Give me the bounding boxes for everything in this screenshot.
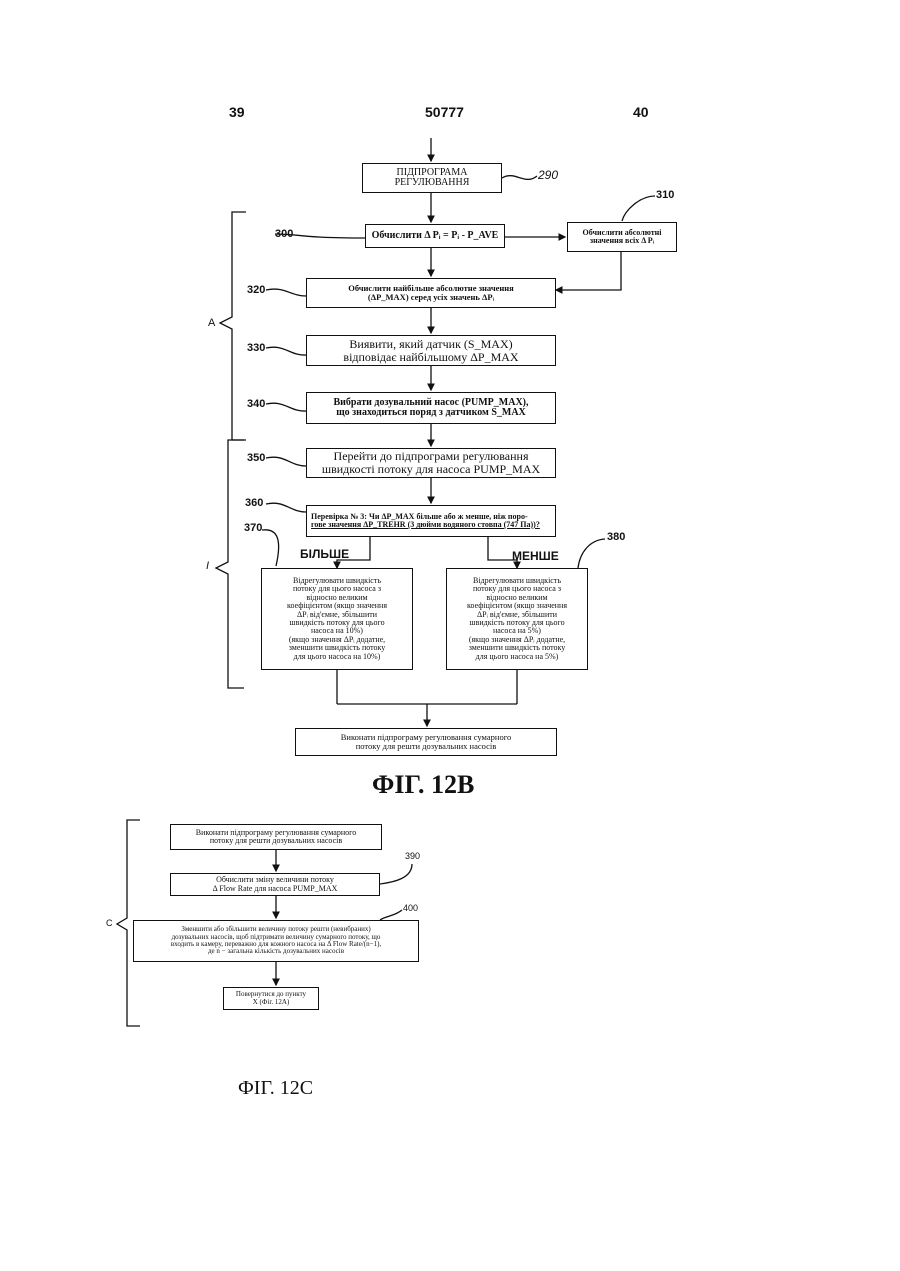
step-start-12c: Виконати підпрограму регулювання сумарно…	[170, 824, 382, 850]
step-320-line-2: (ΔP_MAX) серед усіх значень ΔPᵢ	[368, 293, 494, 302]
end-12c-line-2: X (Фіг. 12А)	[253, 999, 290, 1006]
step-390-line-2: Δ Flow Rate для насоса PUMP_MAX	[213, 885, 338, 893]
step-300: Обчислити Δ Pᵢ = Pᵢ - P_AVE	[365, 224, 505, 248]
step-300-line-1: Обчислити Δ Pᵢ = Pᵢ - P_AVE	[372, 231, 499, 242]
step-380: Відрегулювати швидкість потоку для цього…	[446, 568, 588, 670]
ref-320: 320	[247, 284, 265, 296]
step-400-line: де n − загальна кількість дозувальних на…	[208, 948, 344, 955]
step-360-decision: Перевірка № 3: Чи ΔP_MAX більше або ж ме…	[306, 505, 556, 537]
step-310-line-2: значення всіх Δ Pᵢ	[590, 237, 654, 245]
ref-310: 310	[656, 189, 674, 201]
start-12c-line-2: потоку для решти дозувальних насосів	[210, 837, 342, 845]
branch-label-more: БІЛЬШЕ	[300, 547, 349, 561]
figure-title-12b: ФІГ. 12В	[372, 770, 474, 800]
ref-400: 400	[403, 903, 418, 913]
ref-360: 360	[245, 497, 263, 509]
bracket-label-c: C	[106, 918, 113, 928]
step-390: Обчислити зміну величини потоку Δ Flow R…	[170, 873, 380, 896]
step-350: Перейти до підпрограми регулювання швидк…	[306, 448, 556, 478]
step-400: Зменшити або збільшити величину потоку р…	[133, 920, 419, 962]
ref-290: 290	[538, 168, 558, 182]
step-340-line-2: що знаходиться поряд з датчиком S_MAX	[336, 408, 526, 419]
step-330-line-1: Виявити, який датчик (S_MAX)	[349, 338, 512, 351]
ref-370: 370	[244, 522, 262, 534]
ref-330: 330	[247, 342, 265, 354]
end-12b-line-2: потоку для решти дозувальних насосів	[356, 742, 497, 751]
step-end-12b: Виконати підпрограму регулювання сумарно…	[295, 728, 557, 756]
step-330-line-2: відповідає найбільшому ΔP_MAX	[343, 351, 518, 364]
start-line-2: РЕГУЛЮВАННЯ	[395, 178, 470, 189]
step-370-line: для цього насоса на 10%)	[294, 653, 381, 661]
step-310: Обчислити абсолютні значення всіх Δ Pᵢ	[567, 222, 677, 252]
bracket-label-b: I	[206, 560, 209, 572]
bracket-label-a: A	[208, 317, 215, 329]
step-330: Виявити, який датчик (S_MAX) відповідає …	[306, 335, 556, 366]
step-350-line-2: швидкості потоку для насоса PUMP_MAX	[322, 463, 540, 476]
ref-380: 380	[607, 531, 625, 543]
ref-390: 390	[405, 851, 420, 861]
ref-350: 350	[247, 452, 265, 464]
step-380-line: для цього насоса на 5%)	[476, 653, 559, 661]
step-320: Обчислити найбільше абсолютне значення (…	[306, 278, 556, 308]
step-370: Відрегулювати швидкість потоку для цього…	[261, 568, 413, 670]
step-subroutine-start: ПІДПРОГРАМА РЕГУЛЮВАННЯ	[362, 163, 502, 193]
step-360-line-2: гове значення ΔP_TREHR (3 дюйми водяного…	[311, 521, 540, 529]
ref-300: 300	[275, 228, 293, 240]
figure-title-12c: ФІГ. 12С	[238, 1077, 313, 1100]
step-end-12c: Повернутися до пункту X (Фіг. 12А)	[223, 987, 319, 1010]
ref-340: 340	[247, 398, 265, 410]
step-340: Вибрати дозувальний насос (PUMP_MAX), що…	[306, 392, 556, 424]
branch-label-less: МЕНШЕ	[512, 549, 559, 563]
